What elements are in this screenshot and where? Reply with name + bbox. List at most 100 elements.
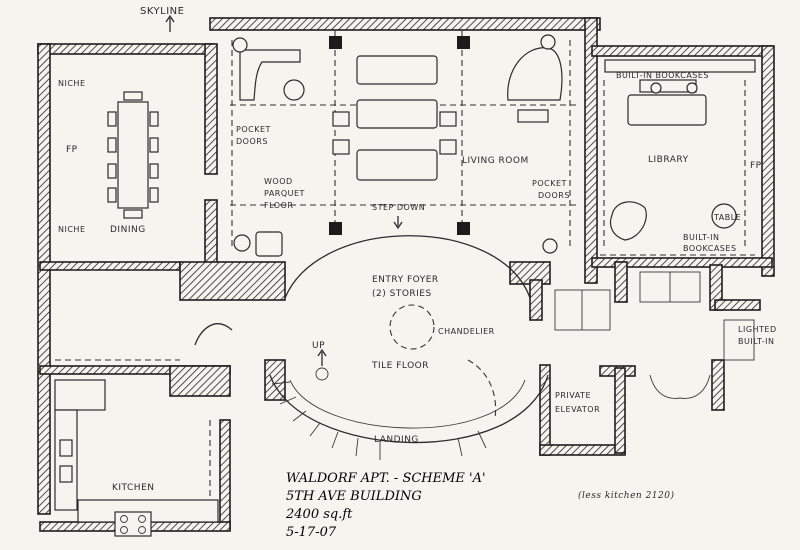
label-pocket-right-1: POCKET (532, 179, 567, 188)
title-line-3: 2400 sq.ft (285, 507, 353, 522)
lamp-se (542, 238, 558, 254)
kitchen-counter-2 (54, 409, 78, 511)
closet-west-wall (529, 279, 543, 321)
kitchen-range (114, 511, 152, 537)
east-jog-top (714, 299, 761, 311)
library-east-wall (761, 45, 775, 277)
side-table (283, 79, 305, 101)
east-jog-lower (711, 359, 725, 411)
corner-sofa (239, 49, 301, 101)
label-bookcases-bottom-2: BOOKCASES (683, 244, 737, 253)
title-line-4: 5-17-07 (286, 525, 337, 540)
lighted-built-in (723, 319, 755, 361)
area-note: (less kitchen 2120) (578, 490, 675, 501)
dining-chairs (107, 91, 159, 219)
elevator-east-wall (614, 367, 626, 454)
library-lamp-2 (686, 82, 698, 94)
label-fp-library: FP (750, 161, 762, 171)
sofa-south (356, 149, 438, 181)
kitchen-counter-1 (54, 379, 106, 411)
kitchen-sink (59, 439, 73, 457)
label-pocket-right-2: DOORS (538, 191, 570, 200)
label-elevator-2: ELEVATOR (555, 405, 600, 414)
label-kitchen: KITCHEN (112, 483, 155, 493)
label-elevator-1: PRIVATE (555, 391, 591, 400)
foyer-lower-arc (269, 374, 549, 444)
label-bookcases-top: BUILT-IN BOOKCASES (616, 71, 709, 80)
dining-east-wall-lower (204, 199, 218, 271)
label-lighted-2: BUILT-IN (738, 337, 774, 346)
range-burners (120, 515, 146, 534)
closet-east-wall (614, 261, 628, 303)
west-wall (37, 43, 51, 515)
library-table (711, 203, 737, 229)
closet-left (554, 289, 611, 331)
label-table: TABLE (713, 213, 741, 222)
label-step-down: STEP DOWN (372, 203, 425, 212)
title-line-2: 5TH AVE BUILDING (286, 489, 422, 504)
stair-inner-arc (289, 379, 526, 429)
stair-treads (271, 381, 487, 460)
label-wood-3: FLOOR (264, 201, 293, 210)
elevator-south-wall (539, 444, 626, 456)
north-arrow-icon (165, 14, 175, 32)
entry-foyer-geometry (269, 216, 549, 460)
label-living-room: LIVING ROOM (462, 156, 529, 166)
label-bookcases-bottom-1: BUILT-IN (683, 233, 719, 242)
kitchen-corner-block (169, 365, 231, 397)
up-arrow-head (317, 348, 327, 357)
label-entry-foyer-2: (2) STORIES (372, 289, 432, 299)
chandelier-outline (389, 304, 435, 350)
end-table-left-2 (332, 139, 350, 155)
dining-north-wall (37, 43, 214, 55)
stair-newel-block (264, 359, 286, 401)
label-entry-foyer-1: ENTRY FOYER (372, 275, 439, 285)
labels: SKYLINE NICHE FP NICHE DINING POCKET DOO… (58, 6, 777, 540)
library-sofa (627, 94, 707, 126)
kitchen-east-wall (219, 419, 231, 531)
dining-east-wall (204, 43, 218, 175)
label-niche-bottom: NICHE (58, 225, 86, 234)
living-east-wall (584, 17, 598, 284)
column-sw (329, 222, 342, 235)
label-tile-floor: TILE FLOOR (371, 361, 429, 371)
door-swing-foyer (467, 359, 497, 419)
compass-label: SKYLINE (140, 6, 184, 17)
furniture (54, 34, 756, 537)
end-table-left (332, 111, 350, 127)
walls (37, 17, 775, 532)
sofa-north (356, 55, 438, 85)
end-table-right-2 (439, 139, 457, 155)
lamp-ne (540, 34, 556, 50)
lamp-nw (232, 37, 248, 53)
label-wood-2: PARQUET (264, 189, 305, 198)
label-dining: DINING (110, 225, 146, 235)
kitchen-door-swing (194, 323, 233, 346)
label-up: UP (312, 341, 325, 351)
dining-table (117, 101, 149, 209)
library-armchair (609, 201, 647, 241)
living-north-wall (209, 17, 601, 31)
end-table-right (439, 111, 457, 127)
elevator-west-wall (539, 364, 551, 456)
lamp-sw (233, 234, 251, 252)
columns (329, 36, 470, 235)
stair-newel (315, 367, 329, 381)
label-pocket-left-1: POCKET (236, 125, 271, 134)
label-wood-1: WOOD (264, 177, 293, 186)
dining-south-wall (39, 261, 181, 271)
label-niche-top: NICHE (58, 79, 86, 88)
armchair-sw (255, 231, 283, 257)
column-nw (329, 36, 342, 49)
foyer-upper-arc (284, 235, 531, 299)
kitchen-dishwasher (59, 465, 73, 483)
elevator-hall-door-swing-2 (679, 374, 711, 399)
elevator-hall-door-swing (649, 374, 681, 399)
title-line-1: WALDORF APT. - SCHEME 'A' (286, 471, 486, 486)
coffee-table (356, 99, 438, 129)
label-lighted-1: LIGHTED (738, 325, 777, 334)
label-library: LIBRARY (648, 155, 689, 165)
label-fp-dining: FP (66, 145, 78, 155)
